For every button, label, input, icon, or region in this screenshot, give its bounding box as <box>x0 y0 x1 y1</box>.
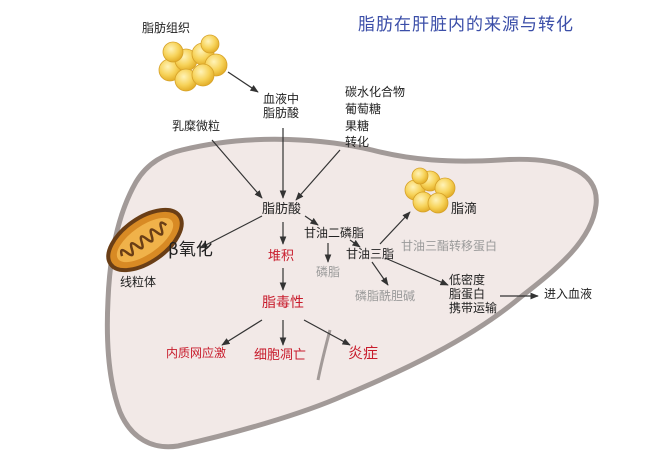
lipid-droplet-icon <box>404 167 456 214</box>
glycerol-diphosphate-label: 甘油二磷脂 <box>304 226 365 240</box>
arrows <box>199 71 539 346</box>
fatty-acid-label: 脂肪酸 <box>262 202 302 217</box>
blood-fatty-acid-line2: 脂肪酸 <box>263 105 300 120</box>
liver-shape <box>104 136 599 450</box>
beta-oxidation-label: β氧化 <box>168 240 213 260</box>
carbohydrate-label: 碳水化合物 葡萄糖 果糖 转化 <box>345 84 405 151</box>
fat-cluster-icon <box>158 34 228 92</box>
mitochondria-label: 线粒体 <box>120 275 157 289</box>
transfer-protein-label: 甘油三酯转移蛋白 <box>401 239 498 253</box>
vldl-line1: 低密度 <box>449 273 486 287</box>
vldl-line3: 携带运输 <box>449 300 498 315</box>
phosphatidylcholine-label: 磷脂酰胆碱 <box>355 289 416 303</box>
apoptosis-label: 细胞凋亡 <box>254 348 307 363</box>
lipotoxicity-label: 脂毒性 <box>262 295 304 311</box>
vldl-line2: 脂蛋白 <box>449 286 486 301</box>
blood-fatty-acid-label: 血液中 脂肪酸 <box>263 92 300 121</box>
er-stress-label: 内质网应激 <box>166 346 227 360</box>
adipose-tissue-label: 脂肪组织 <box>142 21 191 35</box>
page-title: 脂肪在肝脏内的来源与转化 <box>358 15 574 35</box>
blood-fatty-acid-line1: 血液中 <box>263 92 300 106</box>
carbs-line2: 葡萄糖 <box>345 101 382 116</box>
lipid-droplet-label: 脂滴 <box>451 202 478 217</box>
carbs-line4: 转化 <box>345 135 370 150</box>
carbs-line1: 碳水化合物 <box>345 85 406 99</box>
inflammation-label: 炎症 <box>348 344 379 362</box>
mitochondria-icon <box>106 207 184 273</box>
enter-blood-label: 进入血液 <box>544 287 593 301</box>
chylomicron-label: 乳糜微粒 <box>172 119 221 133</box>
triglyceride-label: 甘油三脂 <box>346 247 395 261</box>
carbs-line3: 果糖 <box>345 118 370 133</box>
accumulation-label: 堆积 <box>268 249 295 264</box>
phospholipid-label: 磷脂 <box>316 265 341 279</box>
vldl-label: 低密度 脂蛋白 携带运输 <box>449 273 498 315</box>
